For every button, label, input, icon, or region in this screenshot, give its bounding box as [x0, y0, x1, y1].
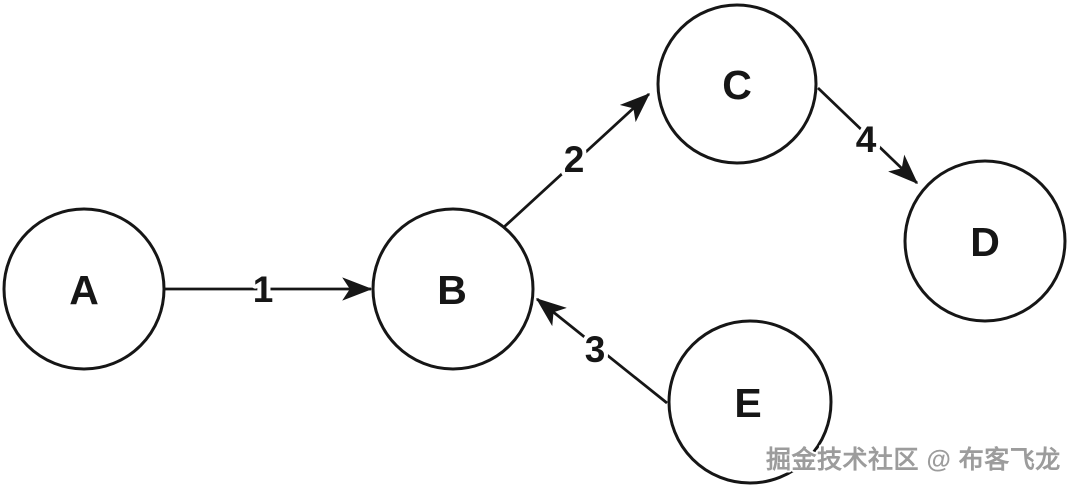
node-d-label: D: [970, 219, 1000, 265]
edge-b-c-label: 2: [564, 139, 585, 180]
node-c-circle: [656, 3, 818, 165]
node-e-circle: [667, 319, 833, 485]
watermark: 掘金技术社区 @ 布客飞龙: [766, 445, 1061, 474]
edge-b-c-line: [503, 92, 651, 229]
node-b: [371, 207, 535, 371]
node-c: [656, 3, 818, 165]
node-a-label: A: [69, 267, 99, 313]
edge-e-b-label: 3: [585, 329, 606, 370]
node-e-label: E: [734, 380, 761, 426]
node-d-circle: [903, 159, 1067, 323]
edge-c-d-line: [817, 87, 918, 184]
node-c-label: C: [722, 62, 752, 108]
edge-a-b-label: 1: [253, 269, 274, 310]
node-b-circle: [371, 207, 535, 371]
edge-e-b-line: [535, 297, 668, 405]
edge-c-d-label: 4: [856, 119, 877, 160]
node-e: [667, 319, 833, 485]
node-d: [903, 159, 1067, 323]
node-b-label: B: [437, 267, 467, 313]
